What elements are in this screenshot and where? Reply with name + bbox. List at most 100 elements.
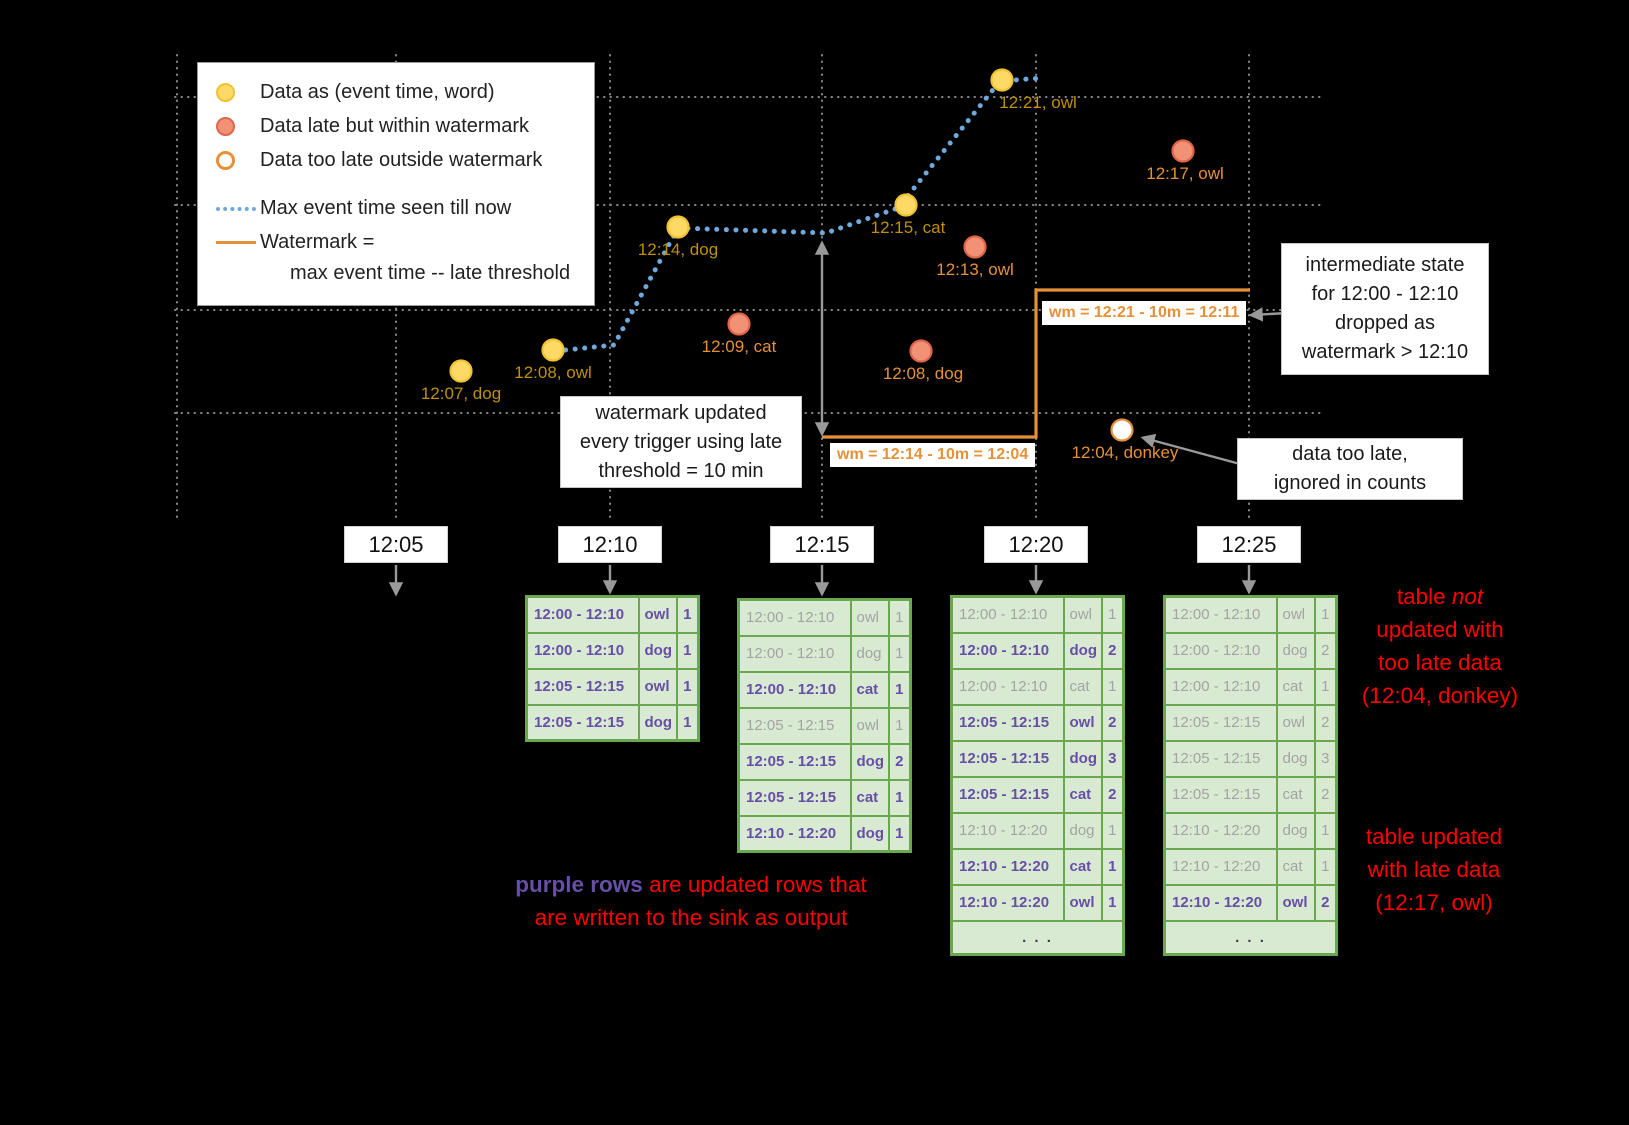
cell-win: 12:05 - 12:15 xyxy=(950,703,1065,742)
max-event-time-line xyxy=(553,75,1045,354)
cell-win: 12:10 - 12:20 xyxy=(950,883,1065,922)
cell-win: 12:00 - 12:10 xyxy=(1163,631,1278,670)
annotation-segment: are updated rows that xyxy=(642,872,867,897)
toolate-dot-icon xyxy=(216,151,235,170)
annotation-line: table not xyxy=(1338,580,1542,613)
data-point-12-04-donkey xyxy=(1110,418,1134,442)
cell-word: owl xyxy=(1275,595,1316,634)
cell-word: cat xyxy=(849,778,890,817)
data-point-12-09-cat xyxy=(727,312,751,336)
cell-cnt: 2 xyxy=(1313,703,1338,742)
cell-win: 12:10 - 12:20 xyxy=(737,814,852,853)
cell-word: cat xyxy=(1275,847,1316,886)
annotation-segment: are written to the sink as output xyxy=(534,905,848,930)
cell-word: owl xyxy=(1062,703,1103,742)
cell-win: 12:05 - 12:15 xyxy=(950,739,1065,778)
cell-word: owl xyxy=(849,706,890,745)
callout-text: threshold = 10 min xyxy=(598,459,764,482)
late-dot-icon-wrap xyxy=(216,111,260,142)
too-late-arrow xyxy=(1140,433,1241,466)
time-tick-12-15: 12:15 xyxy=(770,526,874,563)
cell-word: dog xyxy=(637,631,678,670)
legend-text: Watermark =max event time -- late thresh… xyxy=(260,227,570,289)
cell-win: 12:05 - 12:15 xyxy=(525,667,640,706)
cell-word: dog xyxy=(849,634,890,673)
point-label: 12:17, owl xyxy=(1146,164,1224,183)
legend-text: Max event time seen till now xyxy=(260,193,511,224)
callout-text: data too late, xyxy=(1292,443,1408,465)
annotation-segment: purple rows xyxy=(515,872,643,897)
callout-text: watermark > 12:10 xyxy=(1301,341,1469,363)
cell-cnt: 1 xyxy=(887,670,912,709)
cell-word: cat xyxy=(1275,667,1316,706)
cell-word: cat xyxy=(1062,667,1103,706)
cell-win: 12:10 - 12:20 xyxy=(950,811,1065,850)
ellipsis-cell: . . . xyxy=(1163,919,1338,956)
cell-win: 12:00 - 12:10 xyxy=(950,667,1065,706)
annotation-segment: not xyxy=(1451,584,1484,609)
point-label: 12:07, dog xyxy=(420,384,502,403)
annotation-segment: too late data xyxy=(1378,650,1502,675)
cell-cnt: 2 xyxy=(1100,703,1125,742)
ellipsis-cell: . . . xyxy=(950,919,1125,956)
cell-cnt: 2 xyxy=(1313,883,1338,922)
time-tick-12-20: 12:20 xyxy=(984,526,1088,563)
annotation-line: are written to the sink as output xyxy=(462,901,920,934)
cell-win: 12:00 - 12:10 xyxy=(950,631,1065,670)
cell-cnt: 1 xyxy=(1313,595,1338,634)
cell-word: dog xyxy=(1275,631,1316,670)
cell-cnt: 1 xyxy=(1100,883,1125,922)
cell-word: cat xyxy=(849,670,890,709)
time-tick-12-10: 12:10 xyxy=(558,526,662,563)
legend-item: Data late but within watermark xyxy=(216,111,578,145)
cell-word: dog xyxy=(1275,811,1316,850)
toolate-dot-icon-wrap xyxy=(216,145,260,176)
cell-win: 12:05 - 12:15 xyxy=(1163,703,1278,742)
point-label: 12:09, cat xyxy=(701,337,777,356)
watermark-value-label: wm = 12:21 - 10m = 12:11 xyxy=(1042,301,1247,325)
cell-win: 12:00 - 12:10 xyxy=(525,595,640,634)
cell-cnt: 2 xyxy=(1100,775,1125,814)
annotation-line: (12:17, owl) xyxy=(1340,886,1528,919)
data-point-12-07-dog xyxy=(449,359,473,383)
cell-win: 12:00 - 12:10 xyxy=(737,634,852,673)
cell-cnt: 1 xyxy=(887,778,912,817)
cell-cnt: 2 xyxy=(1313,775,1338,814)
annotation-segment: table updated xyxy=(1365,824,1503,849)
cell-cnt: 1 xyxy=(1100,667,1125,706)
cell-word: dog xyxy=(637,703,678,742)
data-point-12-08-dog xyxy=(909,339,933,363)
purple-rows-note: purple rows are updated rows that are wri… xyxy=(462,868,920,934)
annotation-segment: with late data xyxy=(1367,857,1501,882)
point-label: 12:04, donkey xyxy=(1071,443,1179,462)
cell-word: cat xyxy=(1275,775,1316,814)
legend-label: Data too late outside watermark xyxy=(260,149,543,171)
cell-win: 12:05 - 12:15 xyxy=(737,742,852,781)
legend-text: Data too late outside watermark xyxy=(260,145,542,176)
callout-text: watermark updated xyxy=(595,401,767,424)
late-dot-icon xyxy=(216,117,235,136)
point-label: 12:15, cat xyxy=(870,218,946,237)
cell-word: dog xyxy=(1062,631,1103,670)
legend-item: Data as (event time, word) xyxy=(216,77,578,111)
cell-cnt: 1 xyxy=(1313,667,1338,706)
